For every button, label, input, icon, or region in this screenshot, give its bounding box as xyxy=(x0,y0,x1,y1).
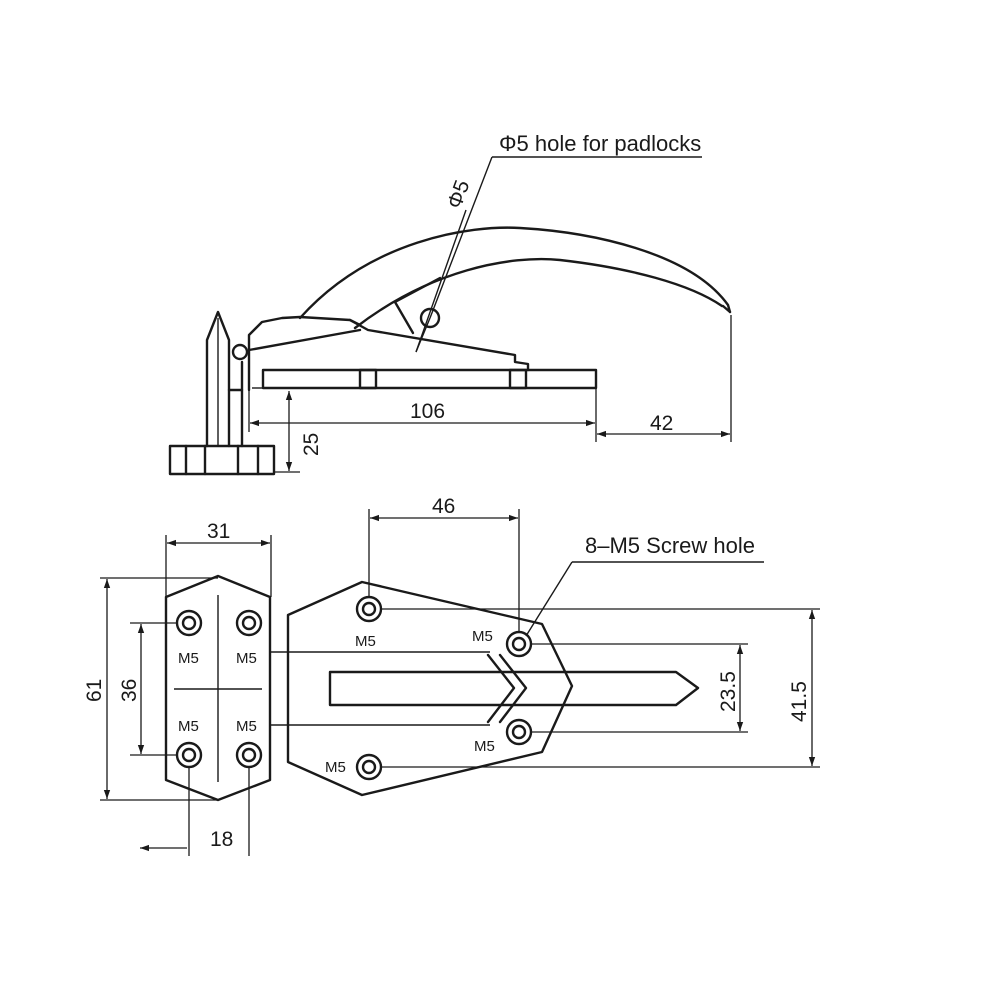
latch-m5-label: M5 xyxy=(325,759,346,776)
latch-hole-4 xyxy=(355,753,383,781)
dim-106: 106 xyxy=(410,400,445,423)
keeper-post xyxy=(205,310,249,448)
keeper-hole-br xyxy=(235,741,263,769)
dim-height: 25 xyxy=(274,391,323,473)
dim-keeper-hole-offset: 18 xyxy=(140,767,250,856)
screw-hole-label: 8–M5 Screw hole xyxy=(585,533,755,558)
dim-keeper-height: 61 xyxy=(83,577,218,801)
latch-hole-1 xyxy=(355,595,383,623)
dim-31: 31 xyxy=(207,520,230,543)
latch-hole-2 xyxy=(505,630,533,658)
hole-diameter-label: Φ5 xyxy=(443,177,474,212)
latch-plate: M5 M5 M5 M5 xyxy=(286,580,700,797)
handle-lever xyxy=(298,226,732,335)
keeper-foot xyxy=(168,444,276,476)
dim-25: 25 xyxy=(300,433,323,456)
dim-latch-outer: 41.5 xyxy=(381,608,820,768)
latch-m5-label: M5 xyxy=(474,738,495,755)
dim-keeper-hole-spacing: 36 xyxy=(118,622,177,756)
padlock-hole xyxy=(419,307,441,329)
latch-hole-3 xyxy=(505,718,533,746)
dim-18: 18 xyxy=(210,828,233,851)
padlock-hole-label: Φ5 hole for padlocks xyxy=(499,131,701,156)
dim-36: 36 xyxy=(118,679,141,702)
dim-keeper-width: 31 xyxy=(165,520,272,597)
dim-42: 42 xyxy=(650,412,673,435)
dim-latch-hole-spacing: 46 xyxy=(368,495,520,632)
latch-m5-label: M5 xyxy=(472,628,493,645)
dim-handle-overhang: 42 xyxy=(597,315,732,442)
keeper-plate: M5 M5 M5 M5 xyxy=(164,574,272,802)
dim-41-5: 41.5 xyxy=(788,681,811,722)
keeper-m5-label: M5 xyxy=(178,718,199,735)
dim-23-5: 23.5 xyxy=(717,671,740,712)
keeper-hole-bl xyxy=(175,741,203,769)
keeper-m5-label: M5 xyxy=(236,650,257,667)
dim-base-length: 106 xyxy=(248,388,597,442)
keeper-m5-label: M5 xyxy=(236,718,257,735)
dim-latch-inner: 23.5 xyxy=(531,643,748,733)
keeper-hole-tr xyxy=(235,609,263,637)
latch-m5-label: M5 xyxy=(355,633,376,650)
dim-46: 46 xyxy=(432,495,455,518)
keeper-hole-tl xyxy=(175,609,203,637)
side-view: Φ5 hole for padlocks Φ5 106 42 25 xyxy=(168,131,732,476)
latch-body xyxy=(247,315,598,392)
keeper-m5-label: M5 xyxy=(178,650,199,667)
dim-61: 61 xyxy=(83,679,106,702)
